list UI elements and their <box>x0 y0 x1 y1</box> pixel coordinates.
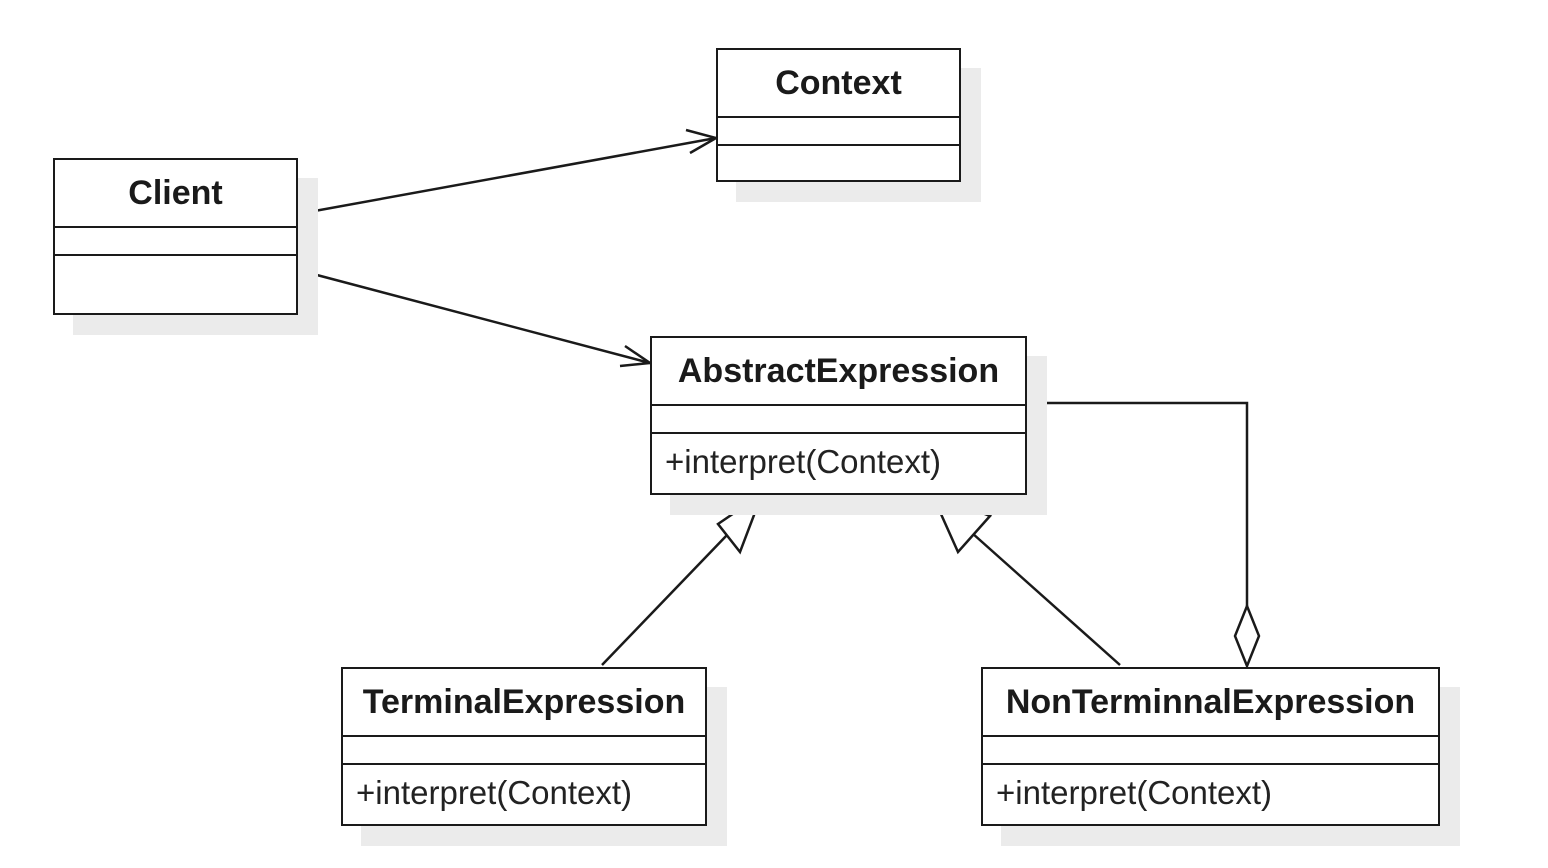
class-context[interactable]: Context <box>716 48 961 182</box>
class-name: AbstractExpression <box>652 338 1025 406</box>
class-terminal-expression[interactable]: TerminalExpression +interpret(Context) <box>341 667 707 826</box>
attributes-compartment <box>343 737 705 765</box>
attributes-compartment <box>55 228 296 256</box>
operation-interpret: +interpret(Context) <box>996 774 1273 811</box>
operation-interpret: +interpret(Context) <box>356 774 633 811</box>
operations-compartment <box>718 146 959 176</box>
operation-interpret: +interpret(Context) <box>665 443 942 480</box>
class-nonterminal-expression[interactable]: NonTerminnalExpression +interpret(Contex… <box>981 667 1440 826</box>
association-client-abstract-expression <box>297 268 651 365</box>
generalization-triangle-terminal <box>716 490 765 555</box>
aggregation-diamond <box>1233 602 1261 670</box>
class-client[interactable]: Client <box>53 158 298 315</box>
class-name: TerminalExpression <box>343 669 705 737</box>
attributes-compartment <box>652 406 1025 434</box>
generalization-nonterminal-line <box>971 532 1121 666</box>
class-name: NonTerminnalExpression <box>983 669 1438 737</box>
class-name: Context <box>718 50 959 118</box>
aggregation-line <box>1027 401 1249 606</box>
attributes-compartment <box>983 737 1438 765</box>
generalization-terminal-line <box>601 533 729 666</box>
class-abstract-expression[interactable]: AbstractExpression +interpret(Context) <box>650 336 1027 495</box>
operations-compartment <box>55 256 296 286</box>
association-client-context <box>297 136 717 216</box>
attributes-compartment <box>718 118 959 146</box>
generalization-triangle-nonterminal <box>929 491 993 555</box>
class-name: Client <box>55 160 296 228</box>
